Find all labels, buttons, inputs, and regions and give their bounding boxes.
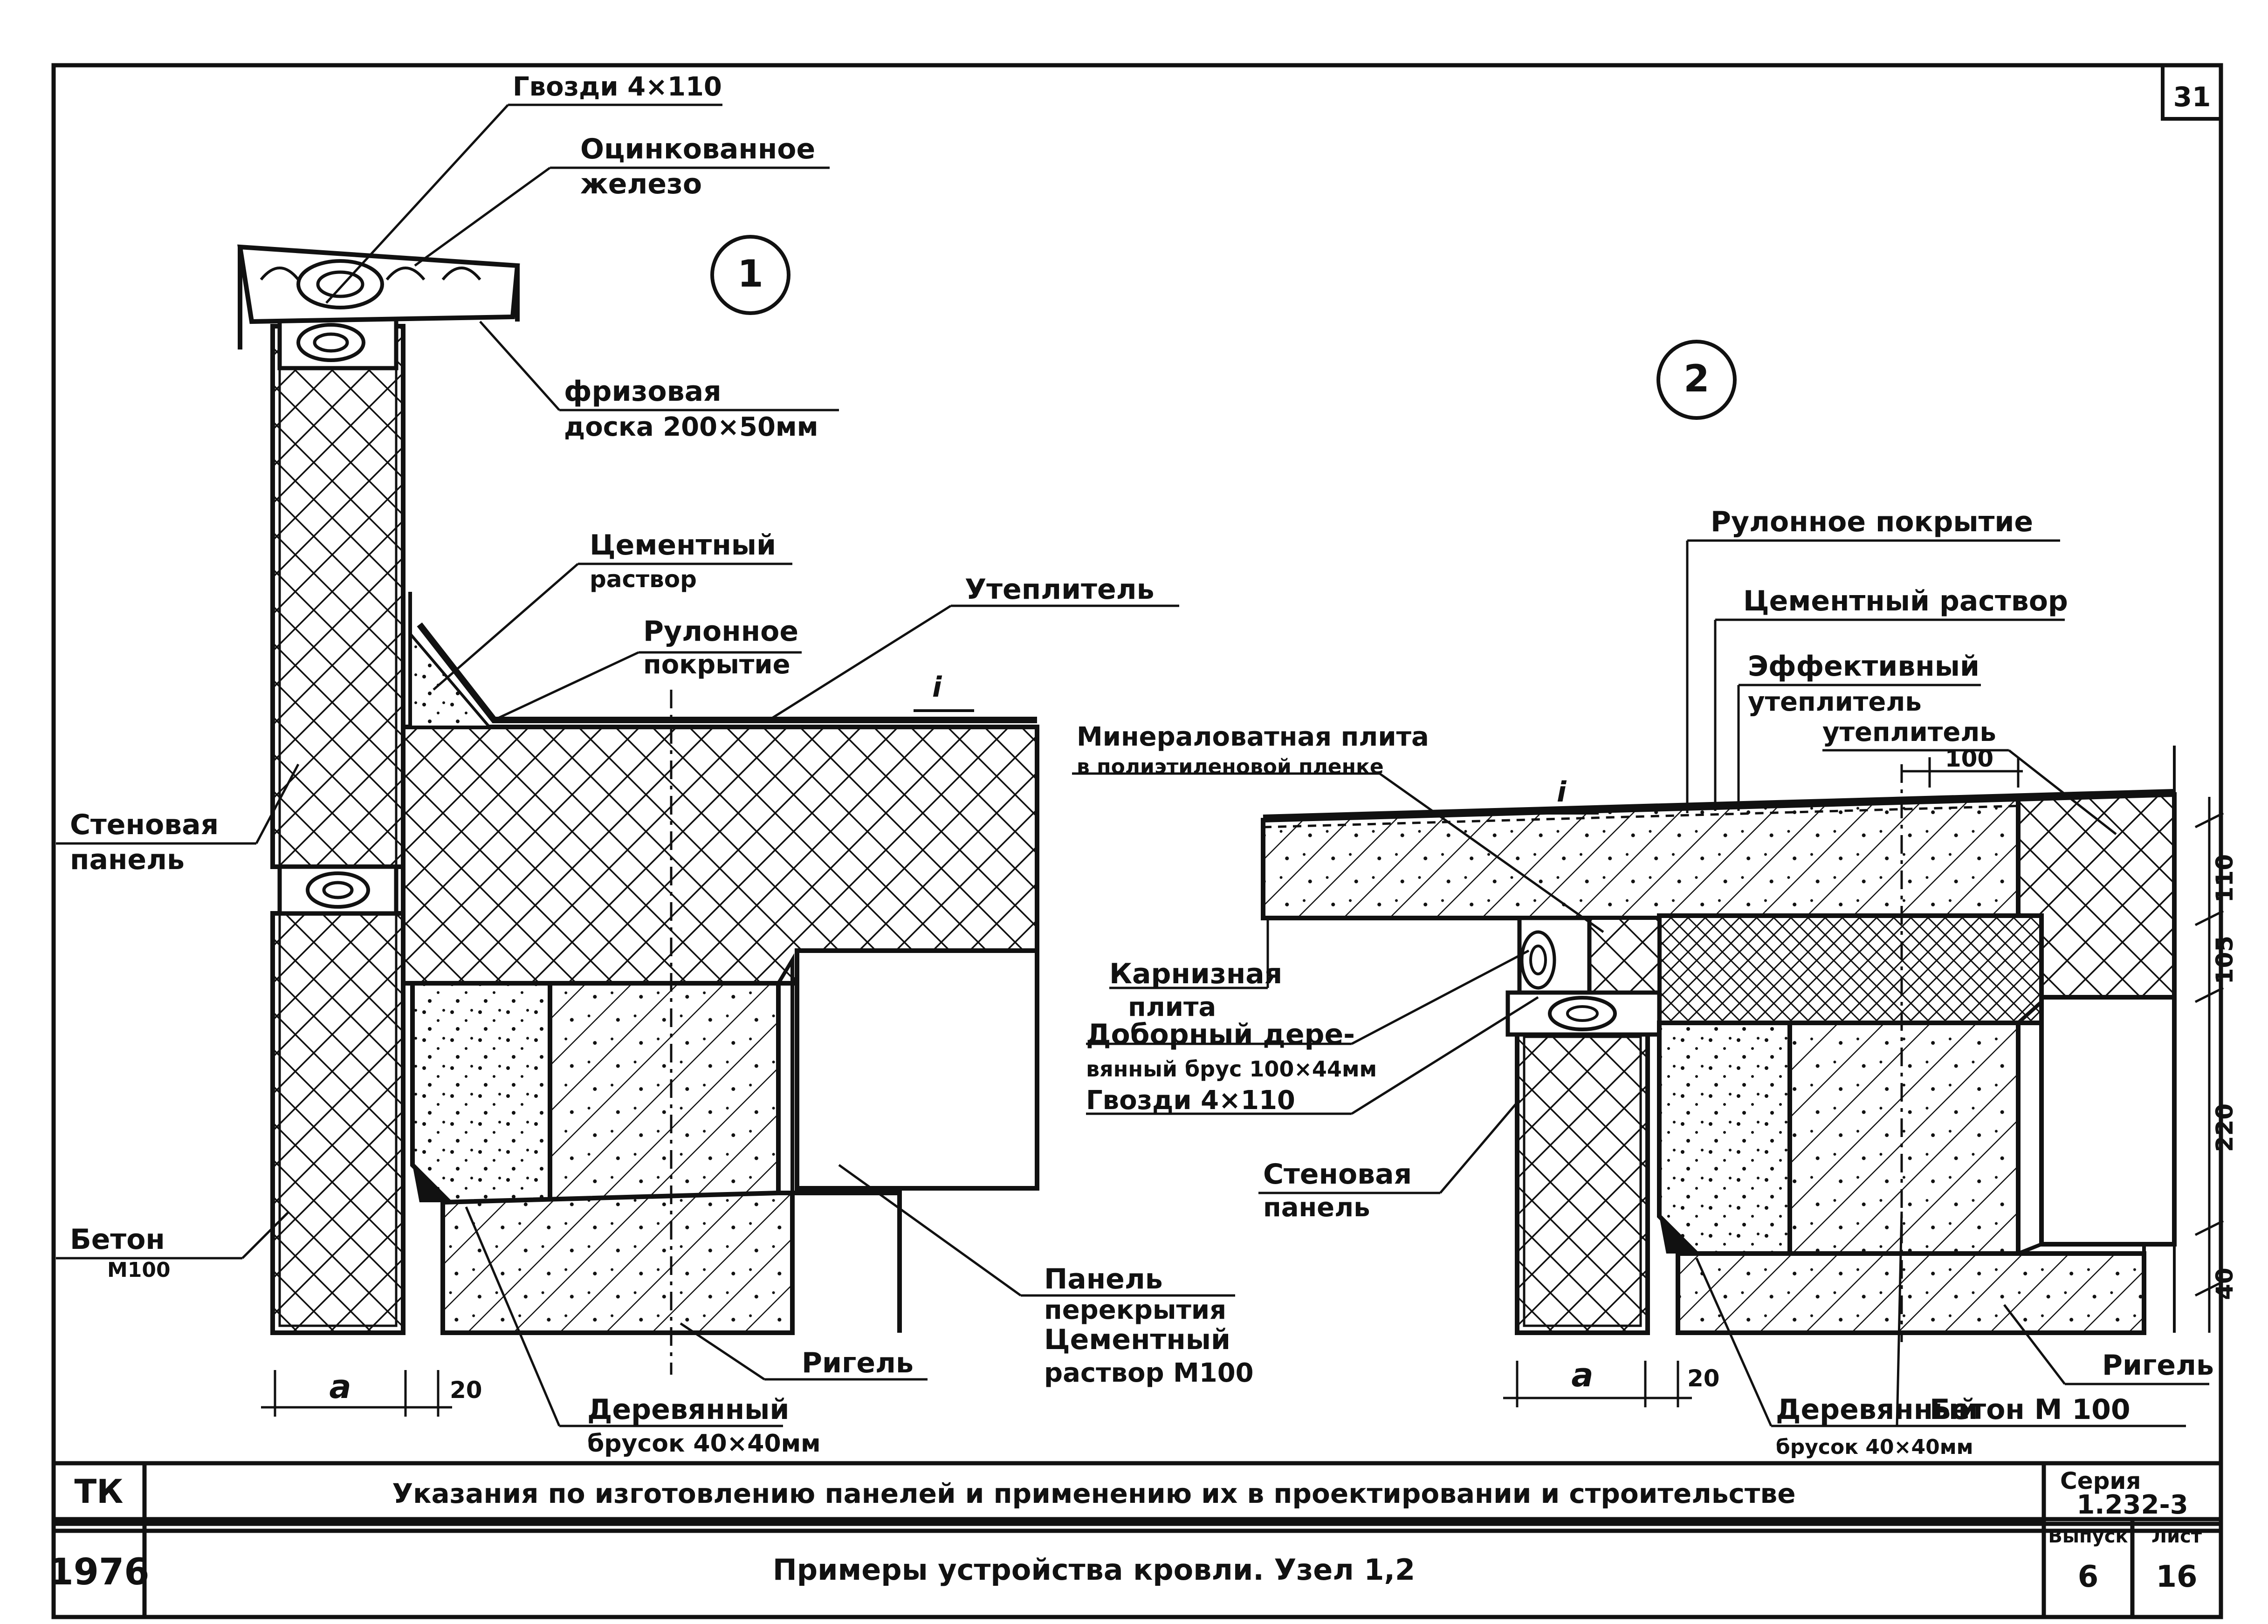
dim-220: 220 [2211,1103,2238,1152]
dim-105: 105 [2211,936,2238,984]
label-cornice-slab-2: плита [1128,992,1216,1022]
page-number: 31 [2173,81,2211,113]
label-effective-insulation-2: утеплитель [1748,687,1922,717]
frieze-board-cap [237,244,520,324]
concrete-m100 [410,981,552,1205]
title-sheet-label: Лист [2151,1526,2202,1547]
effective-insulation [1657,913,2044,1025]
label-cornice-slab-1: Карнизная [1109,958,1282,990]
label-cement-mortar-2: раствор [590,566,697,593]
dim-20-2: 20 [1687,1365,1720,1392]
label-frieze-board-1: фризовая [564,375,722,408]
slope-mark-2: i [1557,776,1567,809]
label-roll-roofing-2: Рулонное покрытие [1711,506,2033,538]
label-wooden-bar-2a: Деревянный [1776,1393,1978,1426]
title-main: Указания по изготовлению панелей и приме… [392,1478,1795,1509]
dim-a-2: a [1571,1356,1593,1394]
title-sub: Примеры устройства кровли. Узел 1,2 [773,1553,1415,1587]
title-org: ТК [75,1473,124,1511]
title-series-value: 1.232-3 [2076,1490,2188,1520]
crossbar-beam-2 [1676,1251,2146,1335]
label-roll-roofing-1a: Рулонное [643,615,798,648]
label-concrete-2: Бетон М 100 [1930,1393,2131,1426]
concrete-m100-2 [1657,1021,1792,1256]
node-2: 2 i 100 [1072,340,2238,1459]
title-year: 1976 [48,1551,149,1593]
label-wall-panel-2b: панель [1263,1192,1370,1223]
label-concrete-1b: М100 [107,1258,171,1282]
label-crossbar-2: Ригель [2102,1349,2214,1382]
label-cement-mortar-m100b: раствор М100 [1044,1358,1254,1388]
label-galvanized-2: железо [580,168,702,200]
floor-slab-1 [548,981,781,1205]
dim-110: 110 [2211,854,2238,903]
label-nails-2: Гвозди 4×110 [1086,1085,1295,1116]
roll-roofing-2 [1263,789,2175,821]
label-roll-roofing-1b: покрытие [643,650,790,680]
floor-slab-2 [1787,1021,2021,1256]
dim-20-1: 20 [450,1377,482,1404]
wall-panel-2 [1515,1028,1650,1335]
node-2-number: 2 [1684,357,1710,400]
node-1-number: 1 [737,252,763,295]
cement-fillet [409,630,493,728]
label-cement-mortar-2: Цементный раствор [1743,585,2068,617]
label-wooden-bar-2b: брусок 40×40мм [1776,1435,1973,1459]
label-wall-panel-1a: Стеновая [70,809,219,841]
slope-mark-1: i [932,671,942,704]
label-frieze-board-2: доска 200×50мм [564,412,818,442]
label-cement-mortar-m100a: Цементный [1044,1323,1230,1356]
label-concrete-1a: Бетон [70,1223,165,1256]
label-galvanized-1: Оцинкованное [580,133,815,165]
wall-panel-lower [270,911,405,1335]
title-sheet-value: 16 [2156,1560,2197,1594]
label-cement-mortar-1: Цементный [590,529,776,562]
roof-insulation [401,725,1039,986]
label-additional-beam-1: Доборный дере- [1086,1018,1355,1051]
label-nails-1: Гвозди 4×110 [513,72,722,102]
title-block: ТК 1976 Указания по изготовлению панелей… [48,1461,2223,1619]
leaders-2 [1072,539,2209,1427]
title-issue-label: Выпуск [2048,1526,2128,1547]
floor-slab-void-2 [2039,995,2177,1247]
dim-40: 40 [2211,1268,2238,1300]
label-wall-panel-1b: панель [70,843,185,876]
wall-panel-upper [270,324,405,869]
dim-a-1: a [329,1368,351,1406]
label-wall-panel-2a: Стеновая [1263,1158,1412,1191]
leaders-1 [56,103,1235,1427]
label-floor-slab-1b: перекрытия [1044,1295,1226,1325]
title-series-label: Серия [2060,1467,2141,1494]
label-floor-slab-1a: Панель [1044,1263,1163,1295]
label-additional-beam-2: вянный брус 100×44мм [1086,1056,1377,1082]
label-wooden-bar-1a: Деревянный [587,1393,789,1426]
label-mineral-wool-1: Минераловатная плита [1077,722,1429,752]
label-mineral-wool-2: в полиэтиленовой пленке [1077,755,1384,779]
node-1: 1 i [56,72,1254,1458]
floor-slab-void [795,948,1039,1191]
label-wooden-bar-1b: брусок 40×40мм [587,1430,821,1458]
label-effective-insulation-1: Эффективный [1748,650,1979,683]
label-insulation-1: Утеплитель [965,573,1155,606]
label-crossbar-1: Ригель [802,1347,914,1379]
label-insulation-2: утеплитель [1822,717,1996,747]
title-issue-value: 6 [2078,1560,2099,1594]
crossbar-beam-1 [440,1191,795,1335]
